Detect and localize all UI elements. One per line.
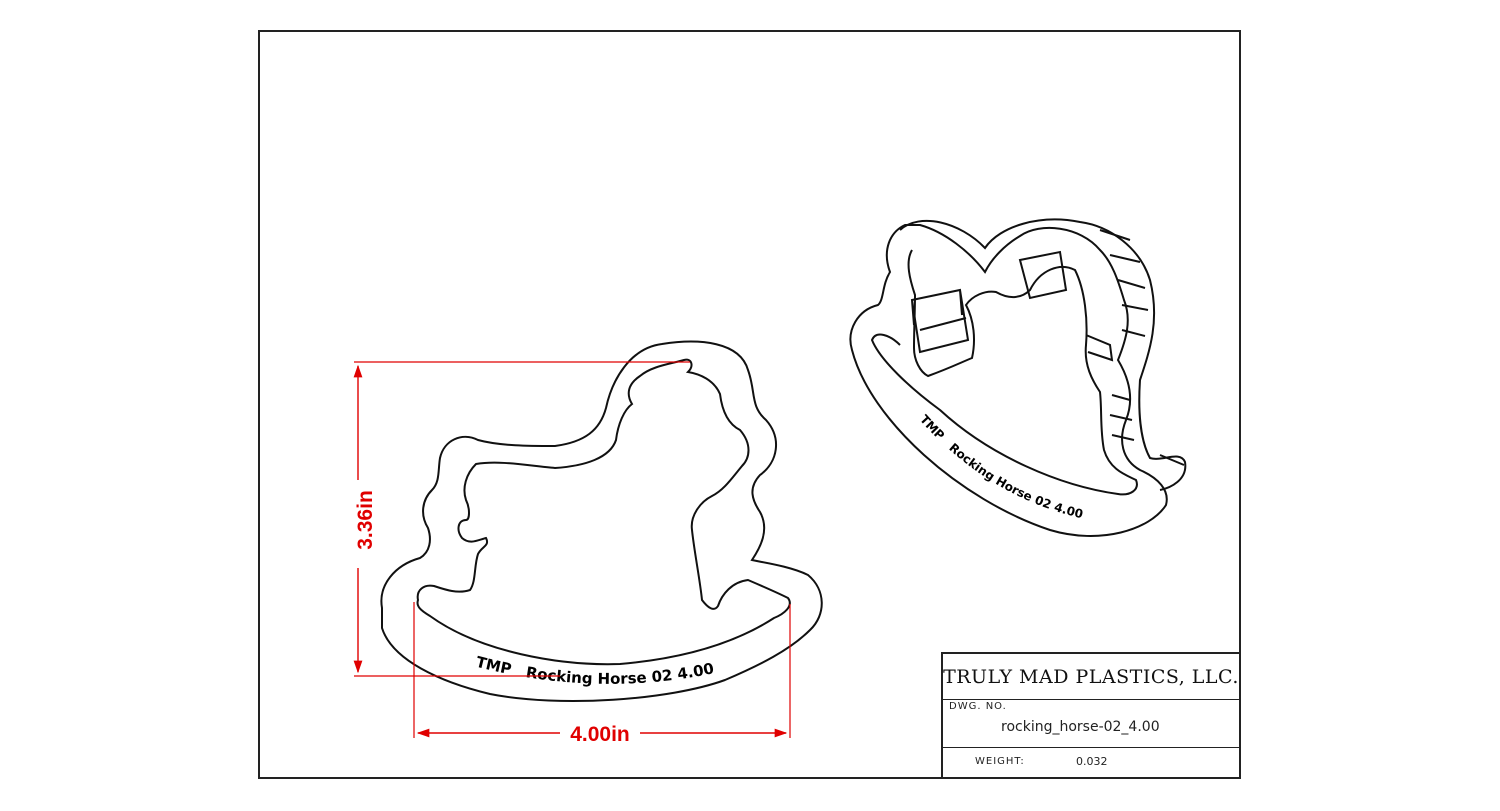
width-dimension-label: 4.00in xyxy=(570,723,630,746)
drawing-number-label: DWG. NO. xyxy=(949,701,1007,712)
iso-outer-outline xyxy=(849,224,1168,537)
iso-wall-detail-left xyxy=(910,288,970,354)
drawing-number-cell: DWG. NO. rocking_horse-02_4.00 xyxy=(943,699,1239,748)
front-view-inner-outline xyxy=(416,358,791,666)
weight-value: 0.032 xyxy=(1076,755,1108,768)
front-emboss-brand: TMP xyxy=(474,653,513,678)
iso-ridges xyxy=(1099,229,1185,466)
front-emboss-text: TMP Rocking Horse 02 4.00 xyxy=(474,653,715,688)
weight-label: WEIGHT: xyxy=(975,756,1025,767)
company-name: TRULY MAD PLASTICS, LLC. xyxy=(943,654,1239,700)
height-dimension-label: 3.36in xyxy=(354,490,377,550)
iso-emboss-brand: TMP xyxy=(917,412,947,442)
drawing-number-value: rocking_horse-02_4.00 xyxy=(1001,719,1160,735)
weight-cell: WEIGHT: 0.032 xyxy=(943,747,1239,777)
iso-back-outline xyxy=(899,218,1187,491)
title-block: TRULY MAD PLASTICS, LLC. DWG. NO. rockin… xyxy=(941,652,1241,779)
front-view-outer-outline xyxy=(380,340,823,702)
iso-inner-outline xyxy=(870,249,1138,496)
drawing-sheet-border xyxy=(258,30,1241,779)
iso-wall-detail-right xyxy=(1018,250,1114,362)
isometric-view xyxy=(849,218,1187,537)
iso-emboss-text: TMP Rocking Horse 02 4.00 xyxy=(917,412,1084,521)
